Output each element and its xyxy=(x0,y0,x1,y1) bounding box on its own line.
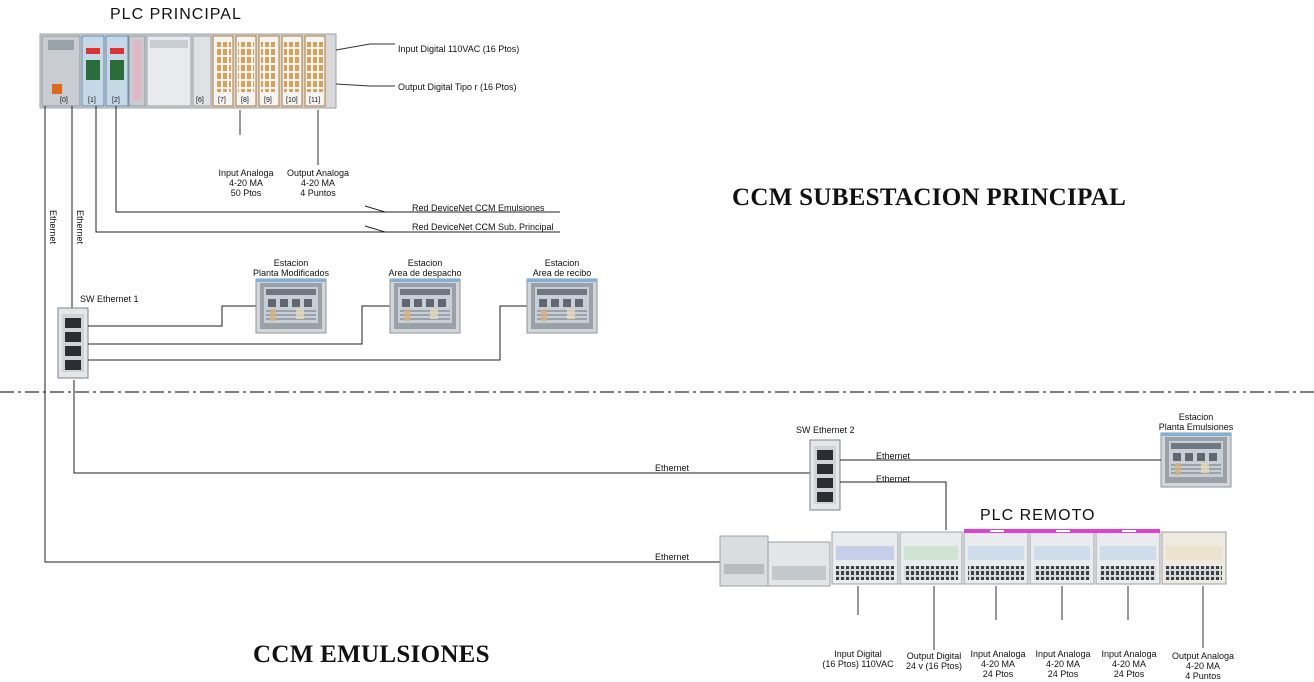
ethernet-label: Ethernet xyxy=(876,451,911,461)
slot-label: [1] xyxy=(88,97,96,104)
hmi-station-area-despacho xyxy=(389,278,461,334)
ethernet-vertical-label: Ethernet xyxy=(48,210,58,245)
slot-label: [9] xyxy=(264,97,272,104)
plc-principal-rack xyxy=(39,33,337,109)
slot-label: [2] xyxy=(112,97,120,104)
devicenet-sub-label: Red DeviceNet CCM Sub. Principal xyxy=(412,222,554,232)
sw2-links xyxy=(840,459,1161,530)
plc-principal-title: PLC PRINCIPAL xyxy=(110,6,242,23)
switch-1 xyxy=(57,307,89,379)
hmi-station-area-recibo xyxy=(526,278,598,334)
ethernet-label: Ethernet xyxy=(655,463,690,473)
sw-ethernet-2-label: SW Ethernet 2 xyxy=(796,425,855,435)
devicenet-emulsiones-label: Red DeviceNet CCM Emulsiones xyxy=(412,203,545,213)
ethernet-lines xyxy=(44,106,810,563)
slot-label: [0] xyxy=(60,97,68,104)
hmi-station-planta-modificados xyxy=(255,278,327,334)
sw-ethernet-1-label: SW Ethernet 1 xyxy=(80,294,139,304)
ethernet-label: Ethernet xyxy=(876,474,911,484)
switch-2 xyxy=(809,439,841,511)
ethernet-vertical-label: Ethernet xyxy=(75,210,85,245)
slot-label: [7] xyxy=(218,97,226,104)
plc-remoto-title: PLC REMOTO xyxy=(980,507,1096,524)
plc-remoto-rack xyxy=(719,529,1227,587)
hmi-station-planta-emulsiones xyxy=(1160,432,1232,488)
slot-label: [8] xyxy=(241,97,249,104)
output-analoga-label: Output Analoga 4-20 MA 4 Puntos xyxy=(286,168,350,198)
plc-remoto-callouts xyxy=(857,586,1204,650)
plc-principal-callouts xyxy=(239,43,395,165)
output-digital-label: Output Digital Tipo r (16 Ptos) xyxy=(398,82,517,92)
input-analoga-label: Input Analoga 4-20 MA 50 Ptos xyxy=(218,168,274,198)
input-digital-label: Input Digital 110VAC (16 Ptos) xyxy=(398,44,520,54)
ccm-emulsiones-title: CCM EMULSIONES xyxy=(253,641,490,668)
slot-label: [6] xyxy=(196,97,204,104)
devicenet-lines xyxy=(95,106,560,233)
ccm-subestacion-title: CCM SUBESTACION PRINCIPAL xyxy=(732,184,1127,211)
sw1-links xyxy=(88,305,527,361)
slot-label: [10] xyxy=(286,97,298,104)
slot-label: [11] xyxy=(309,97,321,104)
remote-input-digital-label: Input Digital(16 Ptos) 110VAC xyxy=(822,649,894,669)
ethernet-label: Ethernet xyxy=(655,552,690,562)
